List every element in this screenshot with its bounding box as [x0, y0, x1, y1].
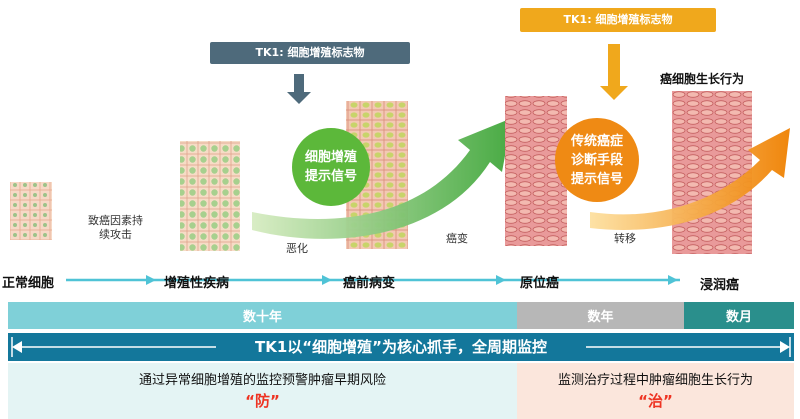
orange-bubble-line2: 诊断手段 — [570, 152, 623, 168]
timeline-months: 数月 — [684, 302, 794, 329]
banner-text: TK1以“细胞增殖”为核心抓手，全周期监控 — [216, 336, 586, 358]
green-bubble-line2: 提示信号 — [304, 169, 357, 184]
connector-arrowhead-1 — [146, 275, 156, 285]
stage-proliferative-disease: 增殖性疾病 — [164, 276, 230, 291]
tk-pointer-arrow-left — [287, 74, 311, 104]
orange-progress-arrow — [590, 128, 790, 230]
tk-pointer-arrow-right — [600, 44, 628, 100]
green-bubble-line1: 细胞增殖 — [304, 150, 357, 165]
full-cycle-banner: TK1以“细胞增殖”为核心抓手，全周期监控 — [8, 333, 794, 361]
invasive-cancer-tissue — [672, 91, 752, 254]
orange-bubble-line1: 传统癌症 — [570, 133, 623, 149]
stage-carcinoma-in-situ: 原位癌 — [520, 276, 560, 291]
timeline-years: 数年 — [517, 302, 684, 329]
step-label-metastasis: 转移 — [614, 232, 636, 245]
diagram-graphics — [10, 44, 790, 285]
tk-marker-right: TK1: 细胞增殖标志物 — [520, 8, 716, 32]
stage-precancerous-lesion: 癌前病变 — [343, 276, 396, 291]
normal-cells-tissue — [10, 182, 52, 240]
treatment-text: 监测治疗过程中肿瘤细胞生长行为 — [557, 373, 753, 388]
step-label-carcinogen-line1: 致癌因素持 — [88, 214, 143, 227]
orange-bubble-line3: 提示信号 — [570, 171, 623, 187]
prevention-text: 通过异常细胞增殖的监控预警肿瘤早期风险 — [138, 373, 386, 388]
green-progress-arrow — [252, 118, 512, 239]
treatment-mark: “治” — [638, 392, 673, 410]
step-label-carcinogen: 致癌因素持 续攻击 — [88, 214, 143, 242]
treatment-panel: 监测治疗过程中肿瘤细胞生长行为 “治” — [517, 363, 794, 419]
stage-invasive-cancer: 浸润癌 — [700, 278, 740, 293]
tk-marker-left: TK1: 细胞增殖标志物 — [210, 42, 410, 64]
step-label-carcinogen-line2: 续攻击 — [99, 228, 132, 241]
connector-arrowhead-4 — [668, 275, 678, 285]
timeline-decades: 数十年 — [8, 302, 517, 329]
cancer-growth-title: 癌细胞生长行为 — [660, 72, 745, 86]
connector-arrowhead-2 — [322, 275, 332, 285]
prevention-panel: 通过异常细胞增殖的监控预警肿瘤早期风险 “防” — [8, 363, 517, 419]
hyperplasia-tissue — [180, 141, 240, 251]
prevention-mark: “防” — [245, 392, 280, 410]
green-signal-bubble: 细胞增殖 提示信号 — [292, 128, 370, 206]
connector-arrowhead-3 — [496, 275, 506, 285]
step-label-canceration: 癌变 — [446, 232, 468, 245]
step-label-worsen: 恶化 — [286, 242, 308, 255]
orange-signal-bubble: 传统癌症 诊断手段 提示信号 — [555, 118, 639, 202]
stage-normal-cells: 正常细胞 — [2, 276, 55, 291]
